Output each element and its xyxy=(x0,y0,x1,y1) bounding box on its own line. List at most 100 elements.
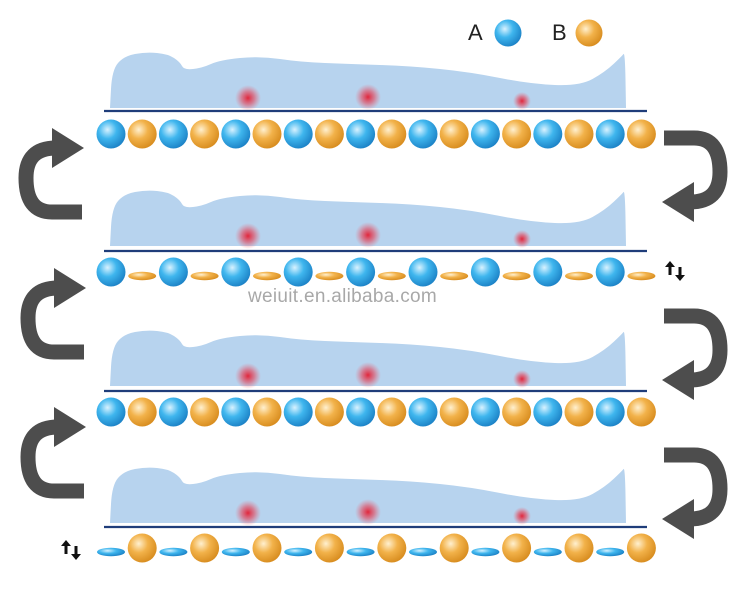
panels xyxy=(61,52,685,563)
ball-a-icon xyxy=(533,119,563,149)
ball-b-icon xyxy=(190,533,220,563)
ball-a-icon xyxy=(221,119,251,149)
ball-a-icon xyxy=(533,397,563,427)
ball-b-icon xyxy=(252,119,282,149)
ball-b-icon xyxy=(439,397,469,427)
ball-b-icon xyxy=(128,271,157,281)
ball-b-icon xyxy=(564,397,594,427)
ball-b-icon xyxy=(440,271,469,281)
ball-b-icon xyxy=(502,271,531,281)
rotate-arrow-icon xyxy=(662,308,728,400)
ball-b-icon xyxy=(626,119,656,149)
ball-b-icon xyxy=(502,119,532,149)
pressure-point xyxy=(355,222,381,248)
ball-a-icon xyxy=(221,547,250,557)
ball-b-icon xyxy=(626,533,656,563)
ball-a-icon xyxy=(158,257,188,287)
ball-a-icon xyxy=(494,19,522,47)
ball-b-icon xyxy=(502,533,532,563)
up-down-arrows-icon xyxy=(665,261,685,281)
ball-a-icon xyxy=(408,257,438,287)
ball-b-icon xyxy=(502,397,532,427)
ball-b-icon xyxy=(377,533,407,563)
ball-b-icon xyxy=(627,271,656,281)
ball-a-icon xyxy=(471,547,500,557)
ball-a-icon xyxy=(596,547,625,557)
ball-b-icon xyxy=(190,397,220,427)
pressure-point xyxy=(355,499,381,525)
legend-label-a: A xyxy=(468,20,483,45)
ball-b-icon xyxy=(314,119,344,149)
ball-a-icon xyxy=(595,397,625,427)
ball-b-icon xyxy=(575,19,603,47)
ball-b-icon xyxy=(565,271,593,281)
rotate-arrow-icon xyxy=(18,128,84,220)
ball-a-icon xyxy=(97,547,125,557)
rotate-arrow-icon xyxy=(662,130,728,222)
legend xyxy=(494,19,603,47)
panel-4 xyxy=(61,467,656,563)
ball-a-icon xyxy=(595,257,625,287)
ball-a-icon xyxy=(159,547,188,557)
ball-b-icon xyxy=(127,397,157,427)
ball-b-icon xyxy=(377,119,407,149)
ball-b-icon xyxy=(439,119,469,149)
ball-a-icon xyxy=(96,119,126,149)
rotate-arrow-icon xyxy=(662,447,728,539)
pressure-point xyxy=(513,507,531,525)
ball-b-icon xyxy=(190,271,219,281)
ball-b-icon xyxy=(314,397,344,427)
ball-a-icon xyxy=(158,119,188,149)
ball-a-icon xyxy=(470,119,500,149)
ball-a-icon xyxy=(346,397,376,427)
ball-a-icon xyxy=(283,119,313,149)
ball-a-icon xyxy=(533,547,562,557)
ball-a-icon xyxy=(346,119,376,149)
ball-a-icon xyxy=(221,397,251,427)
ball-b-icon xyxy=(127,119,157,149)
ball-a-icon xyxy=(96,257,126,287)
ball-a-icon xyxy=(470,257,500,287)
up-down-arrows-icon xyxy=(61,540,81,560)
pressure-point xyxy=(513,370,531,388)
ball-a-icon xyxy=(221,257,251,287)
panel-2 xyxy=(96,190,685,287)
ball-b-icon xyxy=(564,533,594,563)
ball-a-icon xyxy=(409,547,437,557)
ball-a-icon xyxy=(346,547,375,557)
ball-a-icon xyxy=(533,257,563,287)
pressure-point xyxy=(513,230,531,248)
ball-b-icon xyxy=(314,533,344,563)
pressure-point xyxy=(235,500,261,526)
ball-b-icon xyxy=(190,119,220,149)
ball-a-icon xyxy=(158,397,188,427)
pressure-point xyxy=(235,223,261,249)
rotate-arrow-icon xyxy=(20,407,86,499)
ball-b-icon xyxy=(315,271,344,281)
ball-a-icon xyxy=(408,119,438,149)
ball-b-icon xyxy=(252,533,282,563)
rotate-arrow-icon xyxy=(20,268,86,360)
ball-a-icon xyxy=(96,397,126,427)
panel-3 xyxy=(96,330,656,427)
ball-b-icon xyxy=(253,271,281,281)
ball-a-icon xyxy=(346,257,376,287)
pressure-point xyxy=(235,85,261,111)
ball-b-icon xyxy=(127,533,157,563)
ball-a-icon xyxy=(284,547,313,557)
ball-b-icon xyxy=(377,271,406,281)
ball-a-icon xyxy=(283,397,313,427)
pressure-point xyxy=(513,92,531,110)
legend-label-b: B xyxy=(552,20,567,45)
ball-b-icon xyxy=(564,119,594,149)
pressure-point xyxy=(355,84,381,110)
ball-b-icon xyxy=(439,533,469,563)
ball-a-icon xyxy=(595,119,625,149)
ball-b-icon xyxy=(252,397,282,427)
watermark-text: weiuit.en.alibaba.com xyxy=(248,286,438,307)
rotation-arrows xyxy=(18,128,728,539)
panel-1 xyxy=(96,52,656,149)
ball-a-icon xyxy=(408,397,438,427)
